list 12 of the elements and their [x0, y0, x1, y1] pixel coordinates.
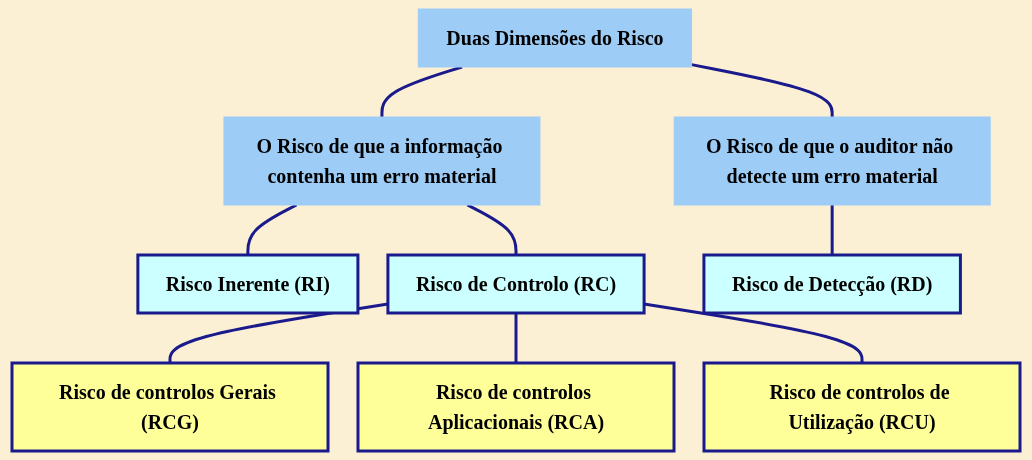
- node-box: Duas Dimensões do Risco: [417, 8, 693, 68]
- node-box: Risco Inerente (RI): [136, 253, 360, 315]
- node-box: Risco de Controlo (RC): [386, 253, 646, 315]
- node-box: Risco de Detecção (RD): [702, 253, 962, 315]
- connector: [830, 205, 834, 255]
- node-box: Risco de controlos Gerais (RCG): [10, 361, 330, 453]
- node-box: Risco de controlos de Utilização (RCU): [702, 361, 1022, 453]
- connector: [691, 63, 834, 117]
- node-box: O Risco de que a informação contenha um erro material: [223, 116, 541, 206]
- connector: [514, 313, 518, 363]
- node-box: Risco de controlos Aplicacionais (RCA): [356, 361, 676, 453]
- node-box: O Risco de que o auditor não detecte um erro material: [673, 116, 991, 206]
